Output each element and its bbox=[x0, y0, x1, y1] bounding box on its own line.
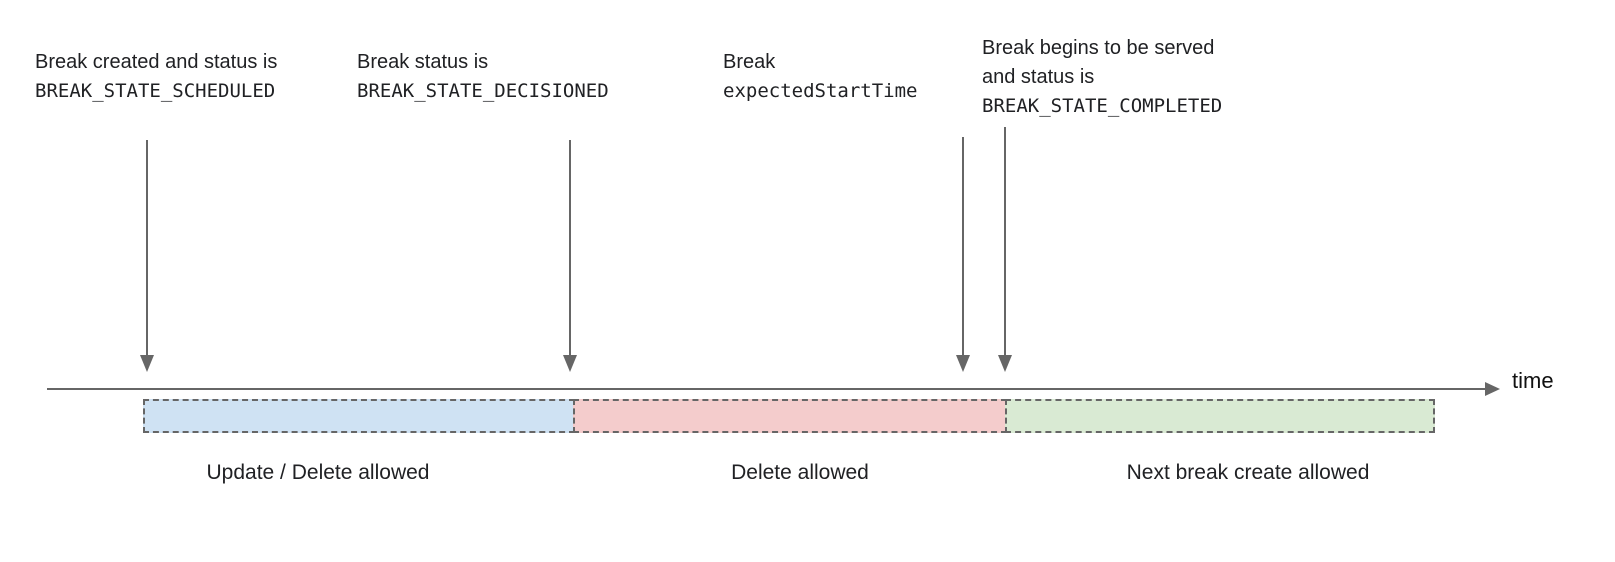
annotation-completed-code: BREAK_STATE_COMPLETED bbox=[982, 95, 1223, 117]
segment-update-delete-allowed bbox=[143, 399, 575, 433]
arrow-shaft bbox=[1004, 127, 1006, 356]
annotation-completed: Break begins to be served and status is … bbox=[982, 34, 1222, 121]
annotation-expected-start-text: Break bbox=[723, 51, 776, 73]
annotation-decisioned-text: Break status is bbox=[357, 51, 489, 73]
annotation-decisioned-code: BREAK_STATE_DECISIONED bbox=[357, 80, 609, 102]
annotation-expected-start-code: expectedStartTime bbox=[723, 80, 918, 102]
arrowhead-right-icon bbox=[1485, 382, 1500, 396]
arrowhead-down-icon bbox=[956, 355, 970, 372]
annotation-completed-text-2: and status is bbox=[982, 66, 1095, 88]
arrow-shaft bbox=[569, 140, 571, 356]
timeline-axis bbox=[47, 388, 1487, 390]
down-arrow-completed bbox=[998, 127, 1012, 372]
arrowhead-down-icon bbox=[998, 355, 1012, 372]
arrowhead-down-icon bbox=[140, 355, 154, 372]
down-arrow-expected-start bbox=[956, 137, 970, 372]
arrowhead-down-icon bbox=[563, 355, 577, 372]
annotation-decisioned: Break status is BREAK_STATE_DECISIONED bbox=[357, 48, 609, 106]
segment-delete-allowed bbox=[573, 399, 1007, 433]
segment-label-delete: Delete allowed bbox=[731, 461, 869, 484]
arrow-shaft bbox=[962, 137, 964, 356]
segment-label-update-delete: Update / Delete allowed bbox=[206, 461, 430, 484]
annotation-scheduled-text: Break created and status is bbox=[35, 51, 278, 73]
segment-next-break-create-allowed bbox=[1005, 399, 1435, 433]
segment-label-next-break: Next break create allowed bbox=[1126, 461, 1370, 484]
down-arrow-decisioned bbox=[563, 140, 577, 372]
annotation-completed-text-1: Break begins to be served bbox=[982, 37, 1215, 59]
arrow-shaft bbox=[146, 140, 148, 356]
timeline-axis-label: time bbox=[1512, 368, 1554, 393]
annotation-scheduled: Break created and status is BREAK_STATE_… bbox=[35, 48, 277, 106]
annotation-scheduled-code: BREAK_STATE_SCHEDULED bbox=[35, 80, 276, 102]
annotation-expected-start: Break expectedStartTime bbox=[723, 48, 917, 106]
down-arrow-scheduled bbox=[140, 140, 154, 372]
